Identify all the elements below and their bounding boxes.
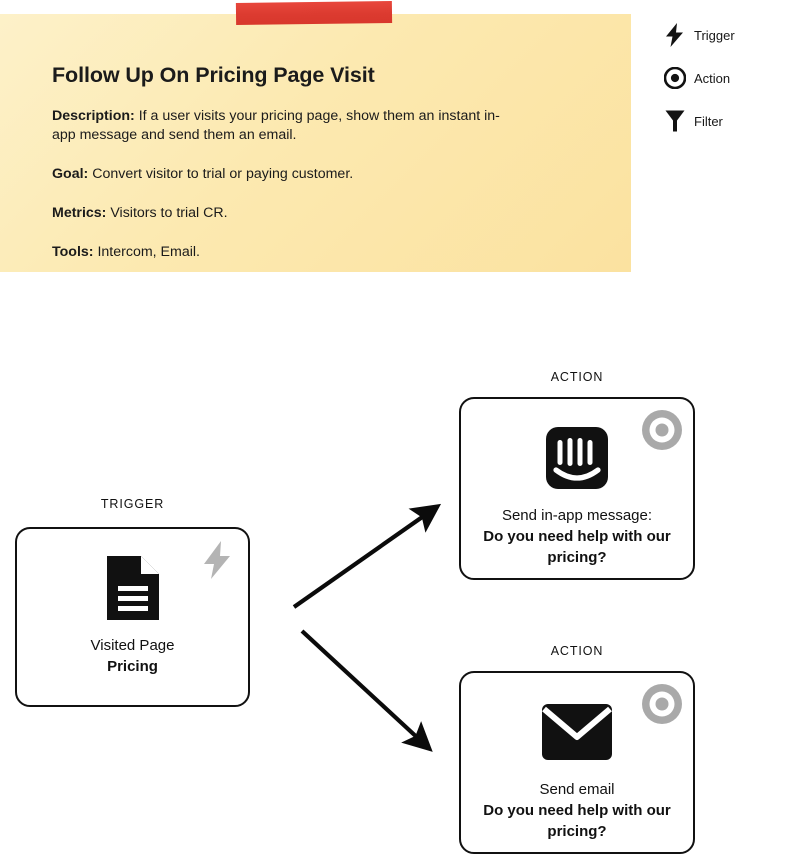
note-tools-line: Tools: Intercom, Email.: [52, 243, 522, 262]
sticky-note-card: Follow Up On Pricing Page Visit Descript…: [0, 14, 631, 272]
flow-node-trigger-line2: Pricing: [107, 658, 158, 675]
flow-node-action-in-app-message[interactable]: Send in-app message: Do you need help wi…: [459, 397, 695, 580]
legend-item-action: Action: [662, 61, 782, 95]
note-tools-label: Tools:: [52, 244, 94, 260]
note-metrics-label: Metrics:: [52, 205, 107, 221]
funnel-filter-icon: [662, 108, 688, 134]
document-page-icon: [103, 551, 163, 625]
red-tape-strip: [235, 1, 393, 25]
legend-label-trigger: Trigger: [694, 27, 735, 43]
intercom-logo-icon: [546, 421, 608, 495]
note-description-label: Description:: [52, 108, 135, 124]
flow-node-action-2-line2: Do you need help with our pricing?: [483, 802, 671, 840]
legend-label-filter: Filter: [694, 113, 723, 129]
flow-node-action-send-email[interactable]: Send email Do you need help with our pri…: [459, 671, 695, 854]
flow-node-action-2-line1: Send email: [539, 781, 615, 798]
note-description-text: If a user visits your pricing page, show…: [52, 108, 500, 143]
legend: Trigger Action Filter: [662, 18, 782, 147]
note-goal-line: Goal: Convert visitor to trial or paying…: [52, 165, 522, 184]
legend-item-trigger: Trigger: [662, 18, 782, 52]
target-circle-icon: [640, 682, 684, 726]
target-circle-icon: [640, 408, 684, 452]
note-metrics-line: Metrics: Visitors to trial CR.: [52, 204, 522, 223]
flow-node-action-1-line2: Do you need help with our pricing?: [483, 528, 671, 566]
note-goal-label: Goal:: [52, 166, 89, 182]
page-title: Follow Up On Pricing Page Visit: [52, 63, 375, 87]
note-tools-text: Intercom, Email.: [93, 244, 200, 260]
flow-node-trigger-text: Visited Page Pricing: [26, 635, 239, 677]
node-caption-action-2: ACTION: [550, 644, 604, 658]
flow-node-trigger[interactable]: Visited Page Pricing: [15, 527, 250, 707]
node-caption-trigger: TRIGGER: [100, 497, 165, 511]
target-circle-icon: [662, 65, 688, 91]
flow-node-trigger-line1: Visited Page: [90, 637, 175, 654]
legend-label-action: Action: [694, 70, 731, 86]
lightning-bolt-icon: [662, 22, 688, 48]
envelope-mail-icon: [542, 695, 612, 769]
flow-node-action-1-line1: Send in-app message:: [501, 507, 653, 524]
node-caption-action-1: ACTION: [550, 370, 604, 384]
lightning-bolt-icon: [195, 538, 239, 582]
legend-item-filter: Filter: [662, 104, 782, 138]
flow-node-action-1-text: Send in-app message: Do you need help wi…: [470, 505, 683, 568]
note-metrics-text: Visitors to trial CR.: [106, 205, 228, 221]
note-description-line: Description: If a user visits your prici…: [52, 107, 522, 145]
flow-node-action-2-text: Send email Do you need help with our pri…: [470, 779, 683, 842]
note-goal-text: Convert visitor to trial or paying custo…: [88, 166, 354, 182]
